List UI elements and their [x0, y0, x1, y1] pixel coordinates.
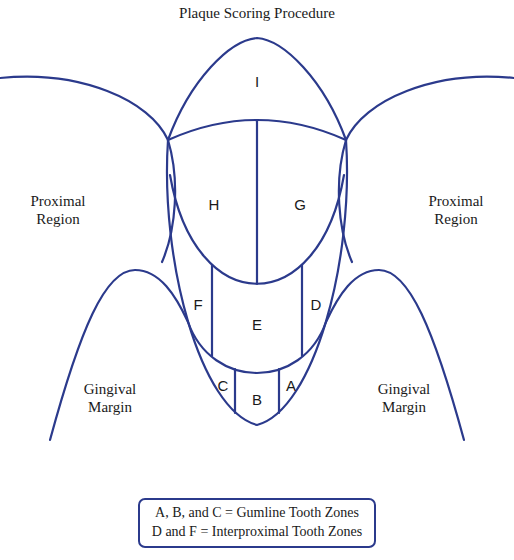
zone-border — [211, 265, 213, 356]
diagram-title: Plaque Scoring Procedure — [179, 4, 335, 22]
neighbor-tooth-outline — [0, 77, 175, 262]
zone-letter: E — [252, 316, 262, 334]
zone-letter: C — [218, 377, 229, 395]
zone-letter: H — [209, 196, 220, 214]
region-label: Gingival Margin — [368, 380, 440, 416]
zone-letter: B — [252, 391, 262, 409]
zone-border — [278, 369, 280, 413]
key-text: A, B, and C = Gumline Tooth Zones — [152, 504, 362, 523]
zone-letter: I — [255, 73, 259, 91]
region-label: Proximal Region — [20, 192, 96, 228]
zone-border — [256, 120, 258, 284]
neighbor-tooth-outline — [339, 77, 514, 262]
key-text: D and F = Interproximal Tooth Zones — [152, 523, 362, 542]
zone-letter: F — [193, 296, 202, 314]
gum-line — [326, 270, 464, 440]
region-label: Proximal Region — [418, 192, 494, 228]
zone-letter: G — [294, 196, 306, 214]
gum-line — [50, 270, 188, 440]
zone-border — [234, 369, 236, 413]
zone-letter: A — [286, 377, 296, 395]
zone-border — [301, 265, 303, 356]
key-box: A, B, and C = Gumline Tooth ZonesD and F… — [138, 498, 376, 548]
region-label: Gingival Margin — [74, 380, 146, 416]
zone-letter: D — [311, 296, 322, 314]
